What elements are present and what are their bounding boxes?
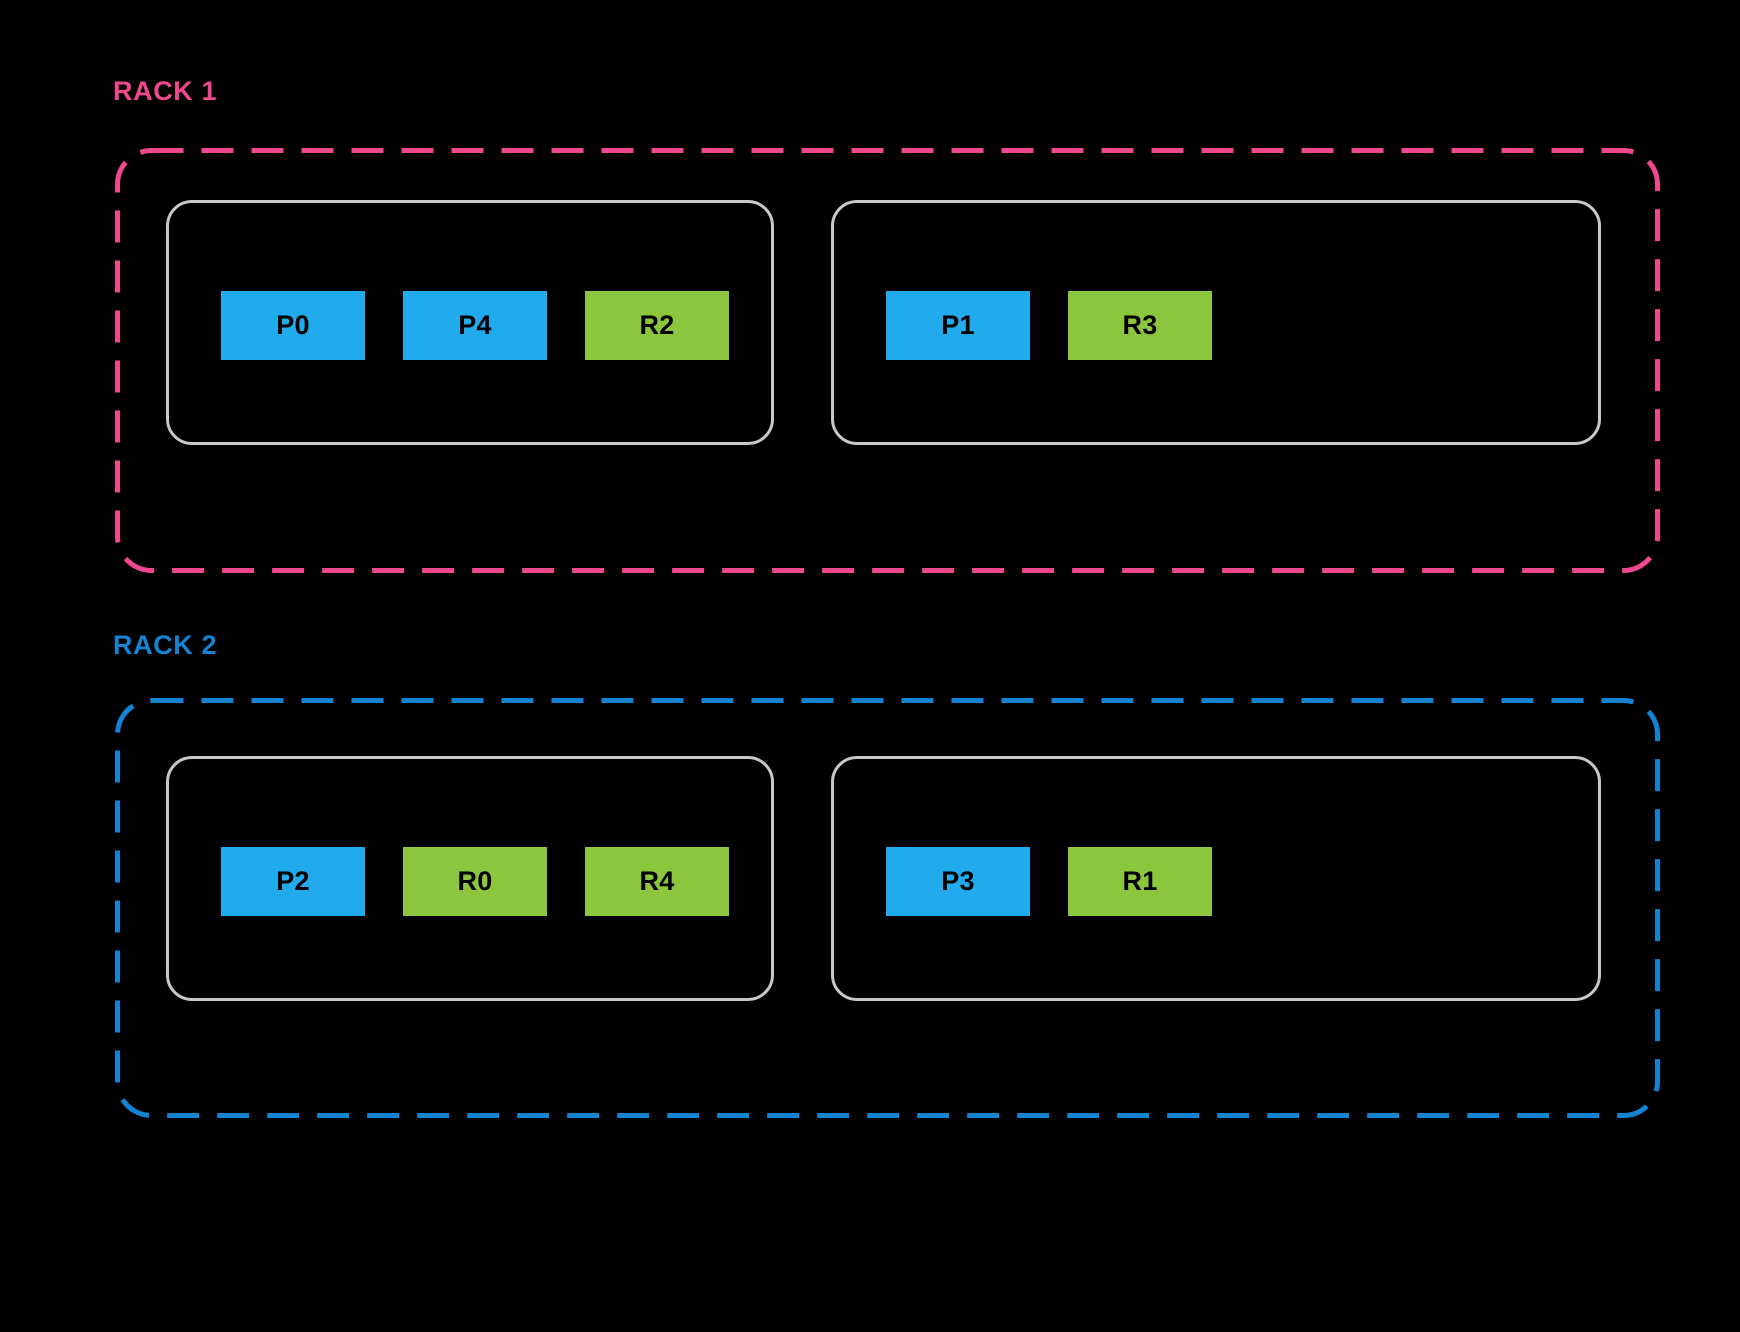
rack-1-node-1: P0 P4 R2 (166, 200, 774, 445)
rack-2-node-2: P3 R1 (831, 756, 1601, 1001)
rack-1-label: RACK 1 (113, 76, 218, 106)
rack-1-node-2: P1 R3 (831, 200, 1601, 445)
rack-2-node-1: P2 R0 R4 (166, 756, 774, 1001)
chip-p2[interactable]: P2 (221, 847, 365, 916)
rack-2-boundary (115, 698, 1660, 1118)
rack-2-node-2-items: P3 R1 (834, 847, 1598, 916)
chip-p3[interactable]: P3 (886, 847, 1030, 916)
chip-p4[interactable]: P4 (403, 291, 547, 360)
rack-2-dashed-outline (115, 698, 1660, 1118)
chip-r2[interactable]: R2 (585, 291, 729, 360)
rack-2-node-1-items: P2 R0 R4 (169, 847, 771, 916)
chip-r1[interactable]: R1 (1068, 847, 1212, 916)
chip-p1[interactable]: P1 (886, 291, 1030, 360)
chip-r3[interactable]: R3 (1068, 291, 1212, 360)
chip-r4[interactable]: R4 (585, 847, 729, 916)
chip-p0[interactable]: P0 (221, 291, 365, 360)
rack-1-node-1-items: P0 P4 R2 (169, 291, 771, 360)
chip-r0[interactable]: R0 (403, 847, 547, 916)
rack-2-label: RACK 2 (113, 630, 218, 660)
rack-1-node-2-items: P1 R3 (834, 291, 1598, 360)
rack-1-dashed-outline (115, 148, 1660, 573)
rack-1-boundary (115, 148, 1660, 573)
